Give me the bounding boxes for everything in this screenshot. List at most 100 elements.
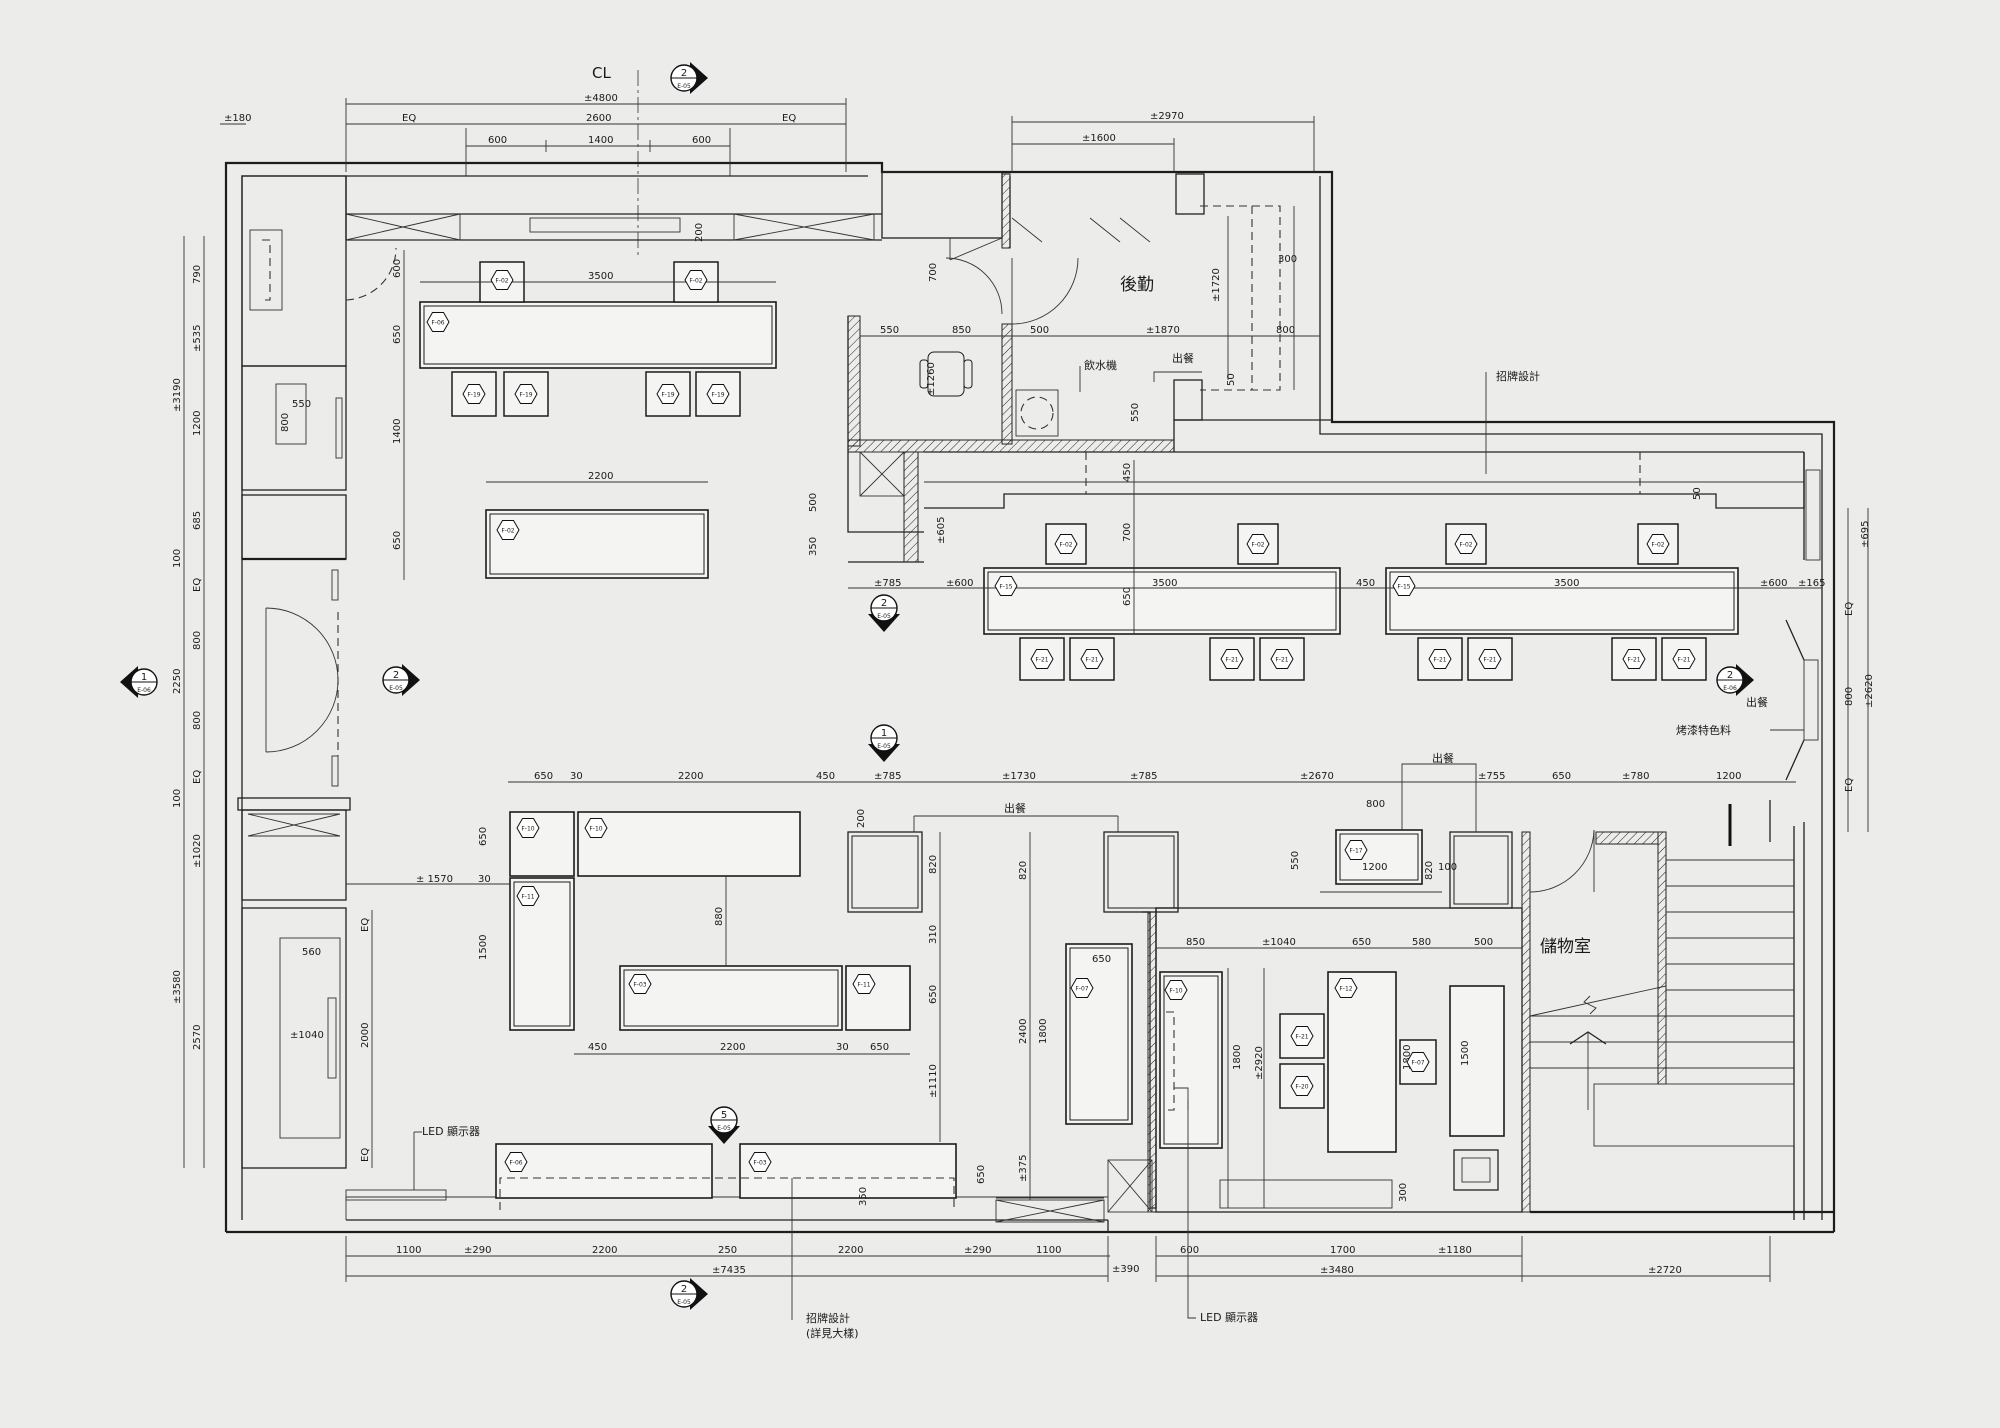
dim-row-450: 450 bbox=[816, 771, 835, 782]
furniture-tag-label: F-21 bbox=[1085, 657, 1098, 664]
furniture-tag: F-11 bbox=[516, 886, 540, 906]
callout-finish-right: 烤漆特色料 bbox=[1676, 723, 1731, 737]
dim-d-1800b: 1800 bbox=[1402, 1045, 1413, 1070]
furniture-tag-label: F-21 bbox=[1225, 657, 1238, 664]
dim-d-2920: ±2920 bbox=[1254, 1046, 1265, 1080]
dim-mid-785: ±785 bbox=[874, 578, 901, 589]
furniture-tag-label: F-21 bbox=[1627, 657, 1640, 664]
dining-top-left: 3500 2200 600 650 1400 650 bbox=[345, 247, 777, 580]
dim-d-1500: 1500 bbox=[1460, 1041, 1471, 1066]
dim-row-780: ±780 bbox=[1622, 771, 1649, 782]
furniture-tag: F-20 bbox=[1290, 1076, 1314, 1096]
dim-t1-650b: 650 bbox=[392, 531, 403, 550]
dim-top-2600: 2600 bbox=[586, 113, 611, 124]
dim-mid-600b: ±600 bbox=[1760, 578, 1787, 589]
dim-top-600a: 600 bbox=[488, 135, 507, 146]
callout-led-left: LED 顯示器 bbox=[422, 1125, 480, 1138]
dim-bot-2720: ±2720 bbox=[1648, 1265, 1682, 1276]
furniture-tag-label: F-02 bbox=[689, 278, 702, 285]
section-marker: 2E-05 bbox=[868, 594, 900, 632]
dim-row-785b: ±785 bbox=[1130, 771, 1157, 782]
dim-s-560: 560 bbox=[302, 947, 321, 958]
dim-right-eq-b: EQ bbox=[1844, 778, 1855, 792]
dim-top-eq-r: EQ bbox=[782, 113, 796, 124]
dim-kit-1260: ±1260 bbox=[926, 362, 937, 396]
dim-kit-1720: ±1720 bbox=[1211, 268, 1222, 302]
section-marker-number: 2 bbox=[681, 68, 687, 79]
dim-col-605: ±605 bbox=[936, 517, 947, 544]
dim-bot-7435: ±7435 bbox=[712, 1265, 746, 1276]
section-marker-sheet: E-05 bbox=[389, 685, 403, 692]
dim-left-180: ±180 bbox=[224, 113, 251, 124]
dim-e-800: 800 bbox=[1366, 799, 1385, 810]
furniture-tag-label: F-02 bbox=[501, 528, 514, 535]
dim-bot-1180: ±1180 bbox=[1438, 1245, 1472, 1256]
dim-kit-50: 50 bbox=[1226, 373, 1237, 386]
dim-left-2250: 2250 bbox=[172, 669, 183, 694]
furniture-tag: F-07 bbox=[1070, 978, 1094, 998]
dim-b-2200: 2200 bbox=[720, 1042, 745, 1053]
furniture-tag-label: F-02 bbox=[1059, 542, 1072, 549]
dim-table1-3500: 3500 bbox=[588, 271, 613, 282]
furniture-tag-label: F-02 bbox=[1459, 542, 1472, 549]
dim-b-650: 650 bbox=[478, 827, 489, 846]
dim-c-310: 310 bbox=[928, 925, 939, 944]
section-marker: 2E-05 bbox=[670, 62, 708, 94]
dim-mid-450v: 450 bbox=[1122, 463, 1133, 482]
column-shaft: 500 350 ±605 bbox=[808, 316, 947, 563]
dim-d-850: 850 bbox=[1186, 937, 1205, 948]
dim-row-650: 650 bbox=[534, 771, 553, 782]
furniture-tag-label: F-03 bbox=[753, 1160, 766, 1167]
furniture-tag-label: F-21 bbox=[1433, 657, 1446, 664]
furniture-tag: F-21 bbox=[1030, 649, 1054, 669]
dim-d-1800: 1800 bbox=[1232, 1045, 1243, 1070]
callout-pass-mid: 出餐 bbox=[1004, 801, 1026, 815]
furniture-tag: F-21 bbox=[1080, 649, 1104, 669]
furniture-tag-label: F-20 bbox=[1295, 1084, 1308, 1091]
furniture-tag-label: F-21 bbox=[1677, 657, 1690, 664]
furniture-tag-label: F-06 bbox=[509, 1160, 522, 1167]
dim-t1-650: 650 bbox=[392, 325, 403, 344]
booths-right-lower: 850 ±1040 650 580 500 1800 ±2920 1800 15… bbox=[1155, 907, 1523, 1213]
furniture-tag-label: F-21 bbox=[1035, 657, 1048, 664]
right-entrance: 烤漆特色料 出餐 bbox=[1676, 619, 1819, 1220]
furniture-tag: F-12 bbox=[1334, 978, 1358, 998]
room-label-storage: 儲物室 bbox=[1540, 937, 1591, 957]
dim-bot-1100b: 1100 bbox=[1036, 1245, 1061, 1256]
dim-top-total: ±4800 bbox=[584, 93, 618, 104]
section-marker-number: 1 bbox=[881, 728, 887, 739]
dim-c-650t: 650 bbox=[1092, 954, 1111, 965]
dim-row-650b: 650 bbox=[1552, 771, 1571, 782]
furniture-tag: F-06 bbox=[504, 1152, 528, 1172]
dim-storeroom-800: 800 bbox=[280, 413, 291, 432]
furniture-tag-label: F-02 bbox=[1251, 542, 1264, 549]
furniture-tag: F-02 bbox=[684, 270, 708, 290]
dim-right-eq-a: EQ bbox=[1844, 602, 1855, 616]
section-marker-number: 2 bbox=[681, 1284, 687, 1295]
dim-bot-600: 600 bbox=[1180, 1245, 1199, 1256]
top-windows bbox=[345, 213, 875, 241]
dim-bot-2200a: 2200 bbox=[592, 1245, 617, 1256]
furniture-tag: F-02 bbox=[1246, 534, 1270, 554]
dim-d-300: 300 bbox=[1398, 1183, 1409, 1202]
furniture-tag-label: F-02 bbox=[1651, 542, 1664, 549]
dim-c-820: 820 bbox=[928, 855, 939, 874]
dim-d-500: 500 bbox=[1474, 937, 1493, 948]
section-marker: 1E-06 bbox=[120, 666, 158, 698]
callout-bottom-sign-1: 招牌設計 bbox=[806, 1311, 850, 1325]
dim-kit-700: 700 bbox=[928, 263, 939, 282]
furniture-tag-label: F-10 bbox=[1169, 988, 1182, 995]
callout-pass-right: 出餐 bbox=[1746, 695, 1768, 709]
furniture-tag-label: F-10 bbox=[589, 826, 602, 833]
dim-col-500: 500 bbox=[808, 493, 819, 512]
furniture-tag-label: F-19 bbox=[519, 392, 532, 399]
dim-left-3580: ±3580 bbox=[172, 970, 183, 1004]
furniture-tag: F-02 bbox=[490, 270, 514, 290]
furniture-tag: F-15 bbox=[1392, 576, 1416, 596]
furniture-tag: F-19 bbox=[656, 384, 680, 404]
furniture-tag: F-19 bbox=[514, 384, 538, 404]
furniture-tag-label: F-07 bbox=[1075, 986, 1088, 993]
furniture-tag: F-02 bbox=[1454, 534, 1478, 554]
dim-b-1570: ± 1570 bbox=[416, 874, 453, 885]
